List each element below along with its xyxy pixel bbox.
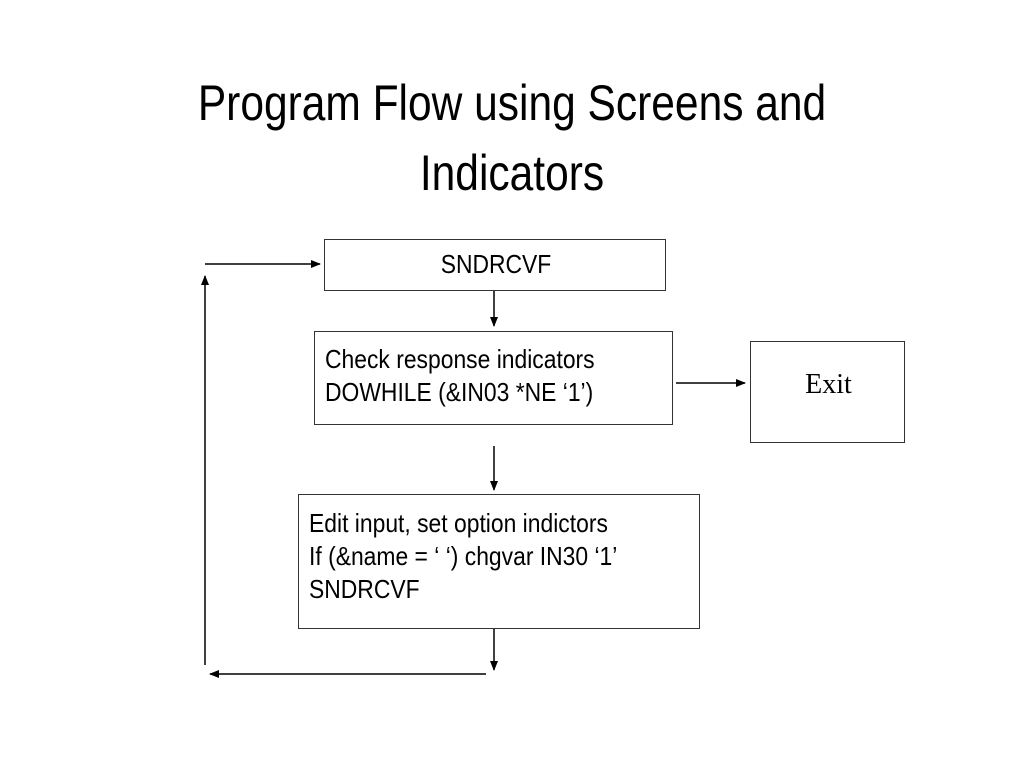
slide-title-line-1: Program Flow using Screens and <box>197 75 827 131</box>
node-check-response-text: Check response indicators DOWHILE (&IN03… <box>325 343 595 409</box>
slide-title: Program Flow using Screens and Indicator… <box>130 68 895 208</box>
node-sndrcvf: SNDRCVF <box>324 239 666 291</box>
node-edit-line-1: Edit input, set option indictors <box>309 508 608 538</box>
node-edit-input: Edit input, set option indictors If (&na… <box>298 494 700 629</box>
node-edit-line-2: If (&name = ‘ ‘) chgvar IN30 ‘1’ <box>309 541 618 571</box>
node-check-line-2: DOWHILE (&IN03 *NE ‘1’) <box>325 377 594 407</box>
slide-title-line-2: Indicators <box>419 145 605 201</box>
node-check-response: Check response indicators DOWHILE (&IN03… <box>314 331 673 425</box>
node-edit-line-3: SNDRCVF <box>309 574 420 604</box>
node-exit-label: Exit <box>805 369 852 400</box>
node-sndrcvf-label: SNDRCVF <box>440 249 552 279</box>
node-edit-input-text: Edit input, set option indictors If (&na… <box>309 507 617 606</box>
node-check-line-1: Check response indicators <box>325 344 595 374</box>
node-exit: Exit <box>750 341 905 443</box>
